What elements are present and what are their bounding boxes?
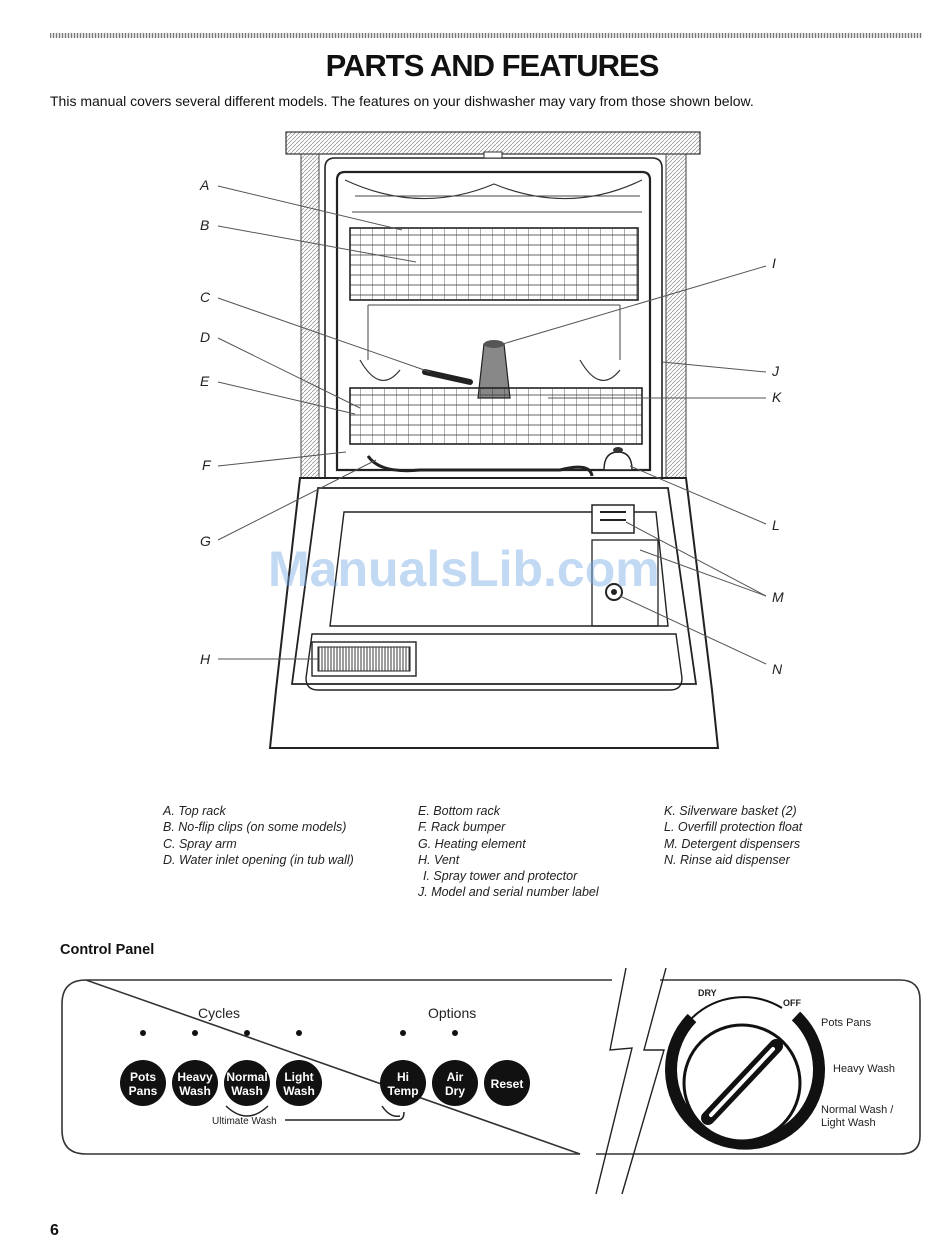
list-item: A. Top rack xyxy=(163,804,226,818)
svg-text:Heavy: Heavy xyxy=(177,1070,213,1084)
list-item: K. Silverware basket (2) xyxy=(664,804,797,818)
indicator-lights xyxy=(140,1030,458,1036)
ultimate-wash-label: Ultimate Wash xyxy=(212,1116,277,1127)
watermark: ManualsLib.com xyxy=(268,541,660,597)
list-item: E. Bottom rack xyxy=(418,804,500,818)
list-item: L. Overfill protection float xyxy=(664,820,803,835)
svg-text:Wash: Wash xyxy=(179,1084,211,1098)
callout-m: M xyxy=(772,589,784,605)
list-item: N. Rinse aid dispenser xyxy=(664,852,790,867)
svg-text:Normal: Normal xyxy=(226,1070,267,1084)
control-panel-heading: Control Panel xyxy=(60,942,155,958)
dial-normal-wash-label: Normal Wash / xyxy=(821,1104,894,1116)
svg-text:Pots: Pots xyxy=(130,1070,156,1084)
cycle-dial[interactable] xyxy=(665,996,825,1150)
callout-k: K xyxy=(772,389,782,405)
svg-text:Wash: Wash xyxy=(283,1084,315,1098)
dishwasher-diagram: A B C D E F G H I J K L M N xyxy=(199,131,784,749)
callout-b: B xyxy=(200,217,209,233)
top-rule xyxy=(50,33,922,38)
svg-text:Light: Light xyxy=(284,1070,313,1084)
list-item: J. Model and serial number label xyxy=(418,885,599,900)
callout-e: E xyxy=(200,373,210,389)
callout-a: A xyxy=(199,177,209,193)
svg-text:Temp: Temp xyxy=(387,1084,418,1098)
pots-pans-button[interactable]: Pots Pans xyxy=(120,1060,166,1106)
callout-n: N xyxy=(772,661,783,677)
callout-h: H xyxy=(200,651,211,667)
callout-l: L xyxy=(772,517,780,533)
light-wash-button[interactable]: Light Wash xyxy=(276,1060,322,1106)
callout-j: J xyxy=(771,363,780,379)
callout-c: C xyxy=(200,289,211,305)
dial-light-wash-label: Light Wash xyxy=(821,1117,876,1129)
heavy-wash-button[interactable]: Heavy Wash xyxy=(172,1060,218,1106)
options-label: Options xyxy=(428,1005,476,1021)
hi-temp-button[interactable]: Hi Temp xyxy=(380,1060,426,1106)
svg-text:Reset: Reset xyxy=(491,1077,524,1091)
list-item: H. Vent xyxy=(418,852,460,867)
off-label: OFF xyxy=(783,998,801,1008)
list-item: F. Rack bumper xyxy=(418,820,506,835)
svg-text:Hi: Hi xyxy=(397,1070,409,1084)
list-item: M. Detergent dispensers xyxy=(664,836,801,851)
parts-list-col1: A. Top rack B. No-flip clips (on some mo… xyxy=(163,803,354,868)
list-item: I. Spray tower and protector xyxy=(423,869,578,884)
callout-i: I xyxy=(772,255,776,271)
list-item: G. Heating element xyxy=(418,836,526,851)
svg-text:Air: Air xyxy=(447,1070,464,1084)
air-dry-button[interactable]: Air Dry xyxy=(432,1060,478,1106)
page-number: 6 xyxy=(50,1222,59,1239)
callout-d: D xyxy=(200,329,210,345)
parts-list-col3: K. Silverware basket (2) L. Overfill pro… xyxy=(664,803,802,868)
page-title: PARTS AND FEATURES xyxy=(325,48,660,83)
dial-heavy-wash-label: Heavy Wash xyxy=(833,1063,895,1075)
reset-button[interactable]: Reset xyxy=(484,1060,530,1106)
dry-label: DRY xyxy=(698,988,717,998)
callout-f: F xyxy=(202,457,212,473)
list-item: D. Water inlet opening (in tub wall) xyxy=(163,852,354,867)
intro-text: This manual covers several different mod… xyxy=(50,93,754,109)
svg-text:Wash: Wash xyxy=(231,1084,263,1098)
list-item: C. Spray arm xyxy=(163,836,237,851)
dial-pots-pans-label: Pots Pans xyxy=(821,1017,872,1029)
callout-g: G xyxy=(200,533,211,549)
svg-text:Dry: Dry xyxy=(445,1084,465,1098)
parts-list-col2: E. Bottom rack F. Rack bumper G. Heating… xyxy=(418,803,599,901)
list-item: B. No-flip clips (on some models) xyxy=(163,820,347,835)
svg-text:Pans: Pans xyxy=(129,1084,158,1098)
cycles-label: Cycles xyxy=(198,1005,240,1021)
normal-wash-button[interactable]: Normal Wash xyxy=(224,1060,270,1106)
